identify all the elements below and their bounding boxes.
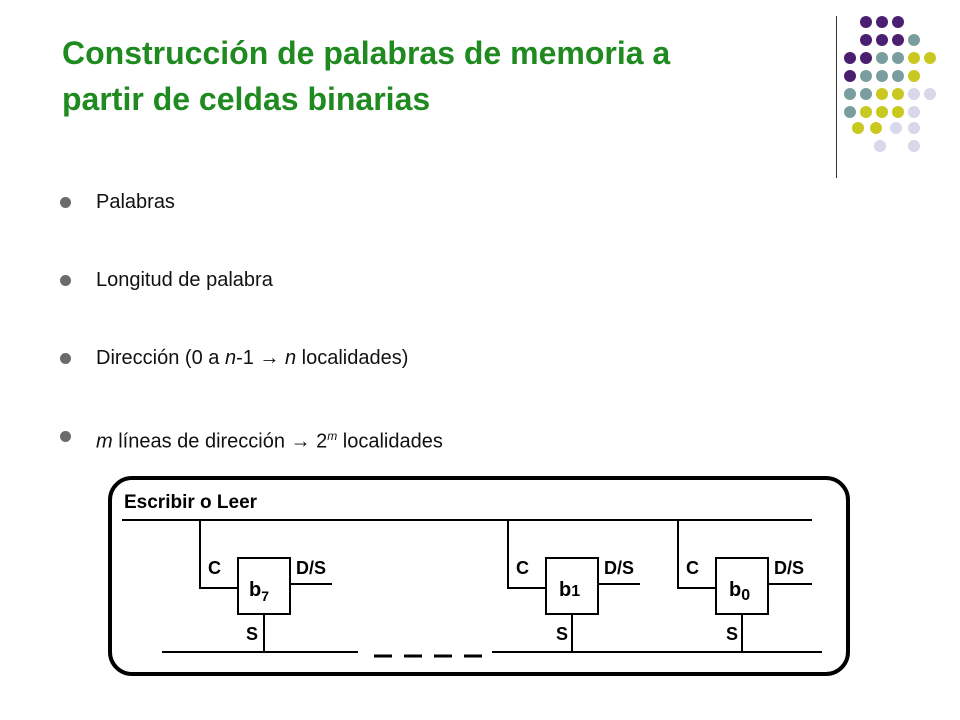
decorative-divider	[836, 16, 837, 178]
dot	[876, 70, 888, 82]
bullet-text-mid: -1 →	[236, 347, 285, 369]
dot	[924, 88, 936, 100]
control-label: C	[686, 558, 699, 578]
dot	[876, 16, 888, 28]
dot	[852, 122, 864, 134]
data-io-label: D/S	[604, 558, 634, 578]
bullet-text: Longitud de palabra	[96, 269, 273, 291]
bullet-item: Dirección (0 a n-1 → n localidades)	[58, 344, 443, 422]
bus-label: Escribir o Leer	[124, 492, 258, 513]
dot	[876, 88, 888, 100]
control-wire	[199, 520, 238, 589]
cell-b0: b0 C D/S S	[677, 520, 812, 652]
dot	[908, 88, 920, 100]
bullet-text: Palabras	[96, 191, 175, 213]
bullet-item: m líneas de dirección → 2m localidades	[58, 422, 443, 500]
memory-word-diagram: Escribir o Leer b7 C D/S S b1 C D/S S b0…	[108, 476, 850, 676]
dot	[860, 16, 872, 28]
bullet-text-mid: líneas de dirección → 2	[112, 430, 328, 453]
bullet-var: n	[284, 347, 297, 369]
select-label: S	[726, 624, 738, 644]
title-line-2: partir de celdas binarias	[62, 81, 431, 117]
dot	[844, 70, 856, 82]
cell-b7: b7 C D/S S	[199, 520, 332, 652]
bullet-list: Palabras Longitud de palabra Dirección (…	[58, 188, 443, 500]
dot	[844, 106, 856, 118]
dot	[874, 140, 886, 152]
dot	[892, 34, 904, 46]
dot	[860, 34, 872, 46]
bullet-item: Palabras	[58, 188, 443, 266]
title-line-1: Construcción de palabras de memoria a	[62, 35, 671, 71]
control-wire	[507, 520, 546, 589]
dot	[908, 34, 920, 46]
bullet-var: m	[96, 430, 113, 453]
dot	[908, 140, 920, 152]
dot	[870, 122, 882, 134]
dot	[876, 52, 888, 64]
dot	[908, 106, 920, 118]
decorative-dot-grid	[844, 16, 936, 152]
data-io-label: D/S	[296, 558, 326, 578]
bullet-item: Longitud de palabra	[58, 266, 443, 344]
slide-title: Construcción de palabras de memoria a pa…	[62, 30, 822, 122]
dot	[924, 52, 936, 64]
dot	[892, 52, 904, 64]
select-label: S	[246, 624, 258, 644]
dot	[908, 122, 920, 134]
dot	[860, 106, 872, 118]
cell-b1: b1 C D/S S	[507, 520, 640, 652]
dot	[844, 52, 856, 64]
dot	[892, 106, 904, 118]
dot	[860, 70, 872, 82]
bullet-superscript: m	[327, 429, 338, 443]
control-wire	[677, 520, 716, 589]
dot	[908, 52, 920, 64]
bullet-text-pre: Dirección (0 a	[96, 347, 225, 369]
select-label: S	[556, 624, 568, 644]
dot	[892, 70, 904, 82]
cell-label: b0	[729, 579, 750, 604]
dot	[860, 88, 872, 100]
cell-box	[715, 557, 769, 615]
dot	[844, 88, 856, 100]
cell-label: b7	[249, 579, 269, 604]
dot	[876, 34, 888, 46]
dot	[892, 16, 904, 28]
dot	[892, 88, 904, 100]
dot	[890, 122, 902, 134]
bullet-text-post: localidades	[337, 430, 443, 453]
dot	[876, 106, 888, 118]
dot	[908, 70, 920, 82]
data-io-label: D/S	[774, 558, 804, 578]
control-label: C	[516, 558, 529, 578]
cell-box	[237, 557, 291, 615]
control-label: C	[208, 558, 221, 578]
cell-label: b1	[559, 579, 580, 601]
diagram-frame	[108, 476, 850, 676]
bullet-var: n	[224, 347, 237, 369]
dot	[860, 52, 872, 64]
bullet-text-post: localidades)	[296, 347, 409, 369]
